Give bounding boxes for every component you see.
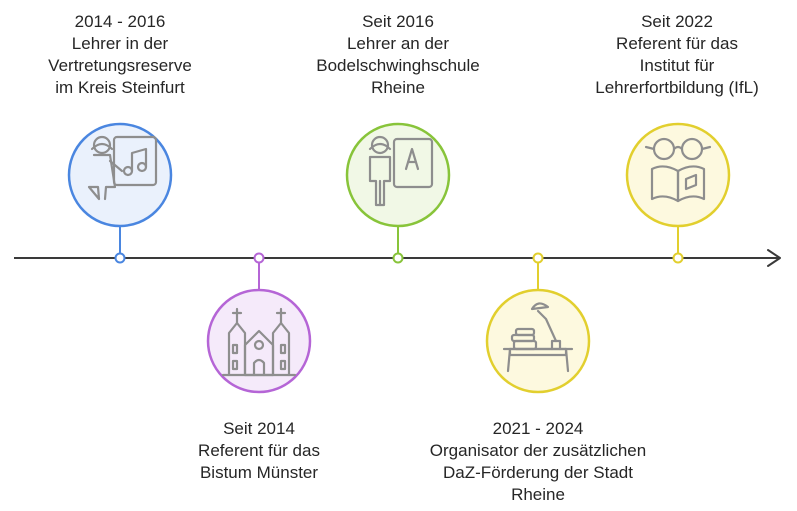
event-label-daz: 2021 - 2024 Organisator der zusätzlichen… xyxy=(418,418,658,506)
timeline-event-daz xyxy=(485,252,591,394)
event-label-line: Vertretungsreserve xyxy=(48,56,192,75)
event-axis-dot xyxy=(114,252,126,264)
event-axis-dot xyxy=(532,252,544,264)
event-label-line: Institut für xyxy=(639,56,715,75)
event-label-ifl: Seit 2022 Referent für das Institut für … xyxy=(557,11,797,99)
event-axis-dot xyxy=(672,252,684,264)
timeline-event-vertretungsreserve xyxy=(67,122,173,264)
event-label-line: Seit 2016 xyxy=(362,12,434,31)
event-axis-dot xyxy=(392,252,404,264)
desk-lamp-books-icon xyxy=(502,302,574,373)
event-label-line: Lehrer an der xyxy=(346,34,450,53)
teacher-music-board-icon xyxy=(87,135,158,201)
event-label-line: 2014 - 2016 xyxy=(74,12,166,31)
glasses-book-icon xyxy=(644,137,712,203)
timeline-arrow-icon xyxy=(767,249,781,267)
event-label-line: Organisator der zusätzlichen xyxy=(429,441,647,460)
timeline-event-ifl xyxy=(625,122,731,264)
event-label-line: Lehrerfortbildung (IfL) xyxy=(595,78,759,97)
church-icon xyxy=(221,307,297,377)
timeline-event-bodelschwingh xyxy=(345,122,451,264)
event-label-line: Bistum Münster xyxy=(199,463,319,482)
event-label-line: Seit 2014 xyxy=(223,419,295,438)
event-label-vertretungsreserve: 2014 - 2016 Lehrer in der Vertretungsres… xyxy=(0,11,240,99)
event-label-line: Referent für das xyxy=(616,34,738,53)
event-label-line: Seit 2022 xyxy=(641,12,713,31)
event-label-line: 2021 - 2024 xyxy=(492,419,584,438)
event-label-bodelschwingh: Seit 2016 Lehrer an der Bodelschwinghsch… xyxy=(278,11,518,99)
event-circle xyxy=(485,288,591,394)
event-label-bistum: Seit 2014 Referent für das Bistum Münste… xyxy=(139,418,379,484)
timeline-event-bistum xyxy=(206,252,312,394)
event-label-line: Bodelschwinghschule xyxy=(316,56,480,75)
event-label-line: Rheine xyxy=(371,78,425,97)
event-label-line: Lehrer in der xyxy=(71,34,169,53)
teacher-letter-board-icon xyxy=(368,135,434,207)
event-label-line: im Kreis Steinfurt xyxy=(55,78,185,97)
event-label-line: Rheine xyxy=(511,485,565,504)
event-label-line: Referent für das xyxy=(198,441,320,460)
event-label-line: DaZ-Förderung der Stadt xyxy=(443,463,633,482)
event-axis-dot xyxy=(253,252,265,264)
